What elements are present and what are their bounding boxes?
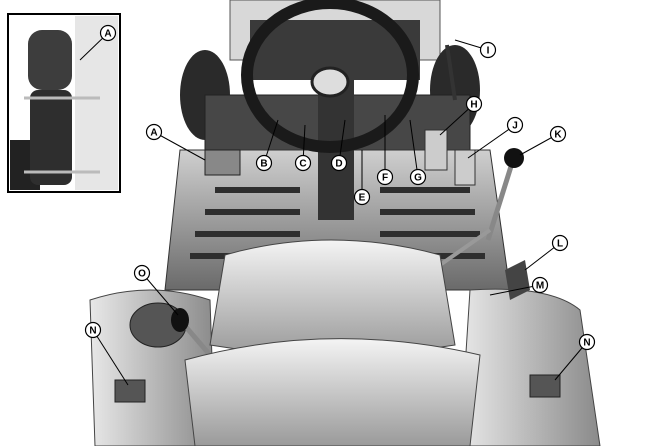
callout-circle: [84, 321, 102, 339]
callout-label: A: [104, 29, 111, 40]
leader-line: [409, 119, 419, 178]
callout-circle: [330, 154, 348, 172]
callout-circle: [353, 188, 371, 206]
callout-o: O: [133, 264, 179, 316]
lever-k: [485, 159, 516, 241]
callout-label: L: [557, 239, 563, 250]
callout-a: A: [145, 123, 206, 161]
callout-label: C: [299, 159, 306, 170]
callout-h: H: [439, 95, 483, 136]
callout-circle: [578, 333, 596, 351]
callout-label: J: [512, 121, 518, 132]
seat-belt-buckle-right: [529, 374, 561, 398]
canister-body: [30, 90, 72, 185]
callout-circle: [531, 276, 549, 294]
callout-k: K: [519, 125, 567, 156]
pedal-right-2: [454, 149, 476, 186]
callout-label: B: [260, 159, 267, 170]
callout-i: I: [454, 39, 497, 59]
callout-e: E: [353, 150, 371, 206]
callout-label: D: [335, 159, 342, 170]
callout-label: E: [359, 193, 366, 204]
callout-label: A: [150, 128, 157, 139]
callout-label: G: [414, 173, 422, 184]
pedal-right-1: [424, 129, 448, 171]
callout-circle: [549, 125, 567, 143]
callout-label: N: [583, 338, 590, 349]
callout-b: B: [255, 119, 279, 172]
callout-label: F: [382, 173, 388, 184]
callout-inset-a: A: [79, 24, 117, 61]
lever-knob-o: [171, 308, 189, 332]
seat-back: [184, 338, 481, 446]
leader-line: [489, 284, 541, 296]
callout-n-2: N: [554, 333, 596, 381]
callout-f: F: [376, 115, 394, 186]
callout-label: K: [554, 130, 562, 141]
callout-label: N: [89, 326, 96, 337]
callout-d: D: [330, 119, 348, 172]
callout-g: G: [409, 119, 427, 186]
fender-right: [459, 288, 601, 446]
callouts: A A B C D E F G H I J K L M N N O: [79, 24, 596, 386]
callout-label: H: [470, 100, 477, 111]
pedal-left: [204, 149, 241, 176]
leader-line: [92, 329, 129, 386]
callout-circle: [145, 123, 163, 141]
callout-c: C: [294, 124, 312, 172]
callout-label: I: [487, 46, 490, 57]
lever-i: [445, 44, 457, 101]
leader-line: [153, 131, 206, 161]
callout-circle: [133, 264, 151, 282]
seat: [209, 239, 456, 356]
callout-circle: [551, 234, 569, 252]
callout-circle: [465, 95, 483, 113]
callout-circle: [409, 168, 427, 186]
callout-circle: [99, 24, 117, 42]
inset-detail: [7, 13, 121, 193]
callout-m: M: [489, 276, 549, 296]
leader-line: [467, 124, 516, 159]
callout-n: N: [84, 321, 129, 386]
callout-label: M: [536, 281, 544, 292]
steering-wheel: [241, 0, 419, 153]
lever-knob-k: [504, 148, 524, 168]
leader-line: [141, 272, 179, 316]
callout-label: O: [138, 269, 146, 280]
callout-circle: [376, 168, 394, 186]
callout-circle: [255, 154, 273, 172]
callout-j: J: [467, 116, 524, 159]
leader-line: [554, 341, 588, 381]
canister-top: [28, 30, 72, 90]
callout-circle: [506, 116, 524, 134]
seat-belt-buckle-left: [114, 379, 146, 403]
callout-circle: [479, 41, 497, 59]
callout-circle: [294, 154, 312, 172]
lever-l: [505, 260, 530, 300]
callout-l: L: [524, 234, 569, 271]
